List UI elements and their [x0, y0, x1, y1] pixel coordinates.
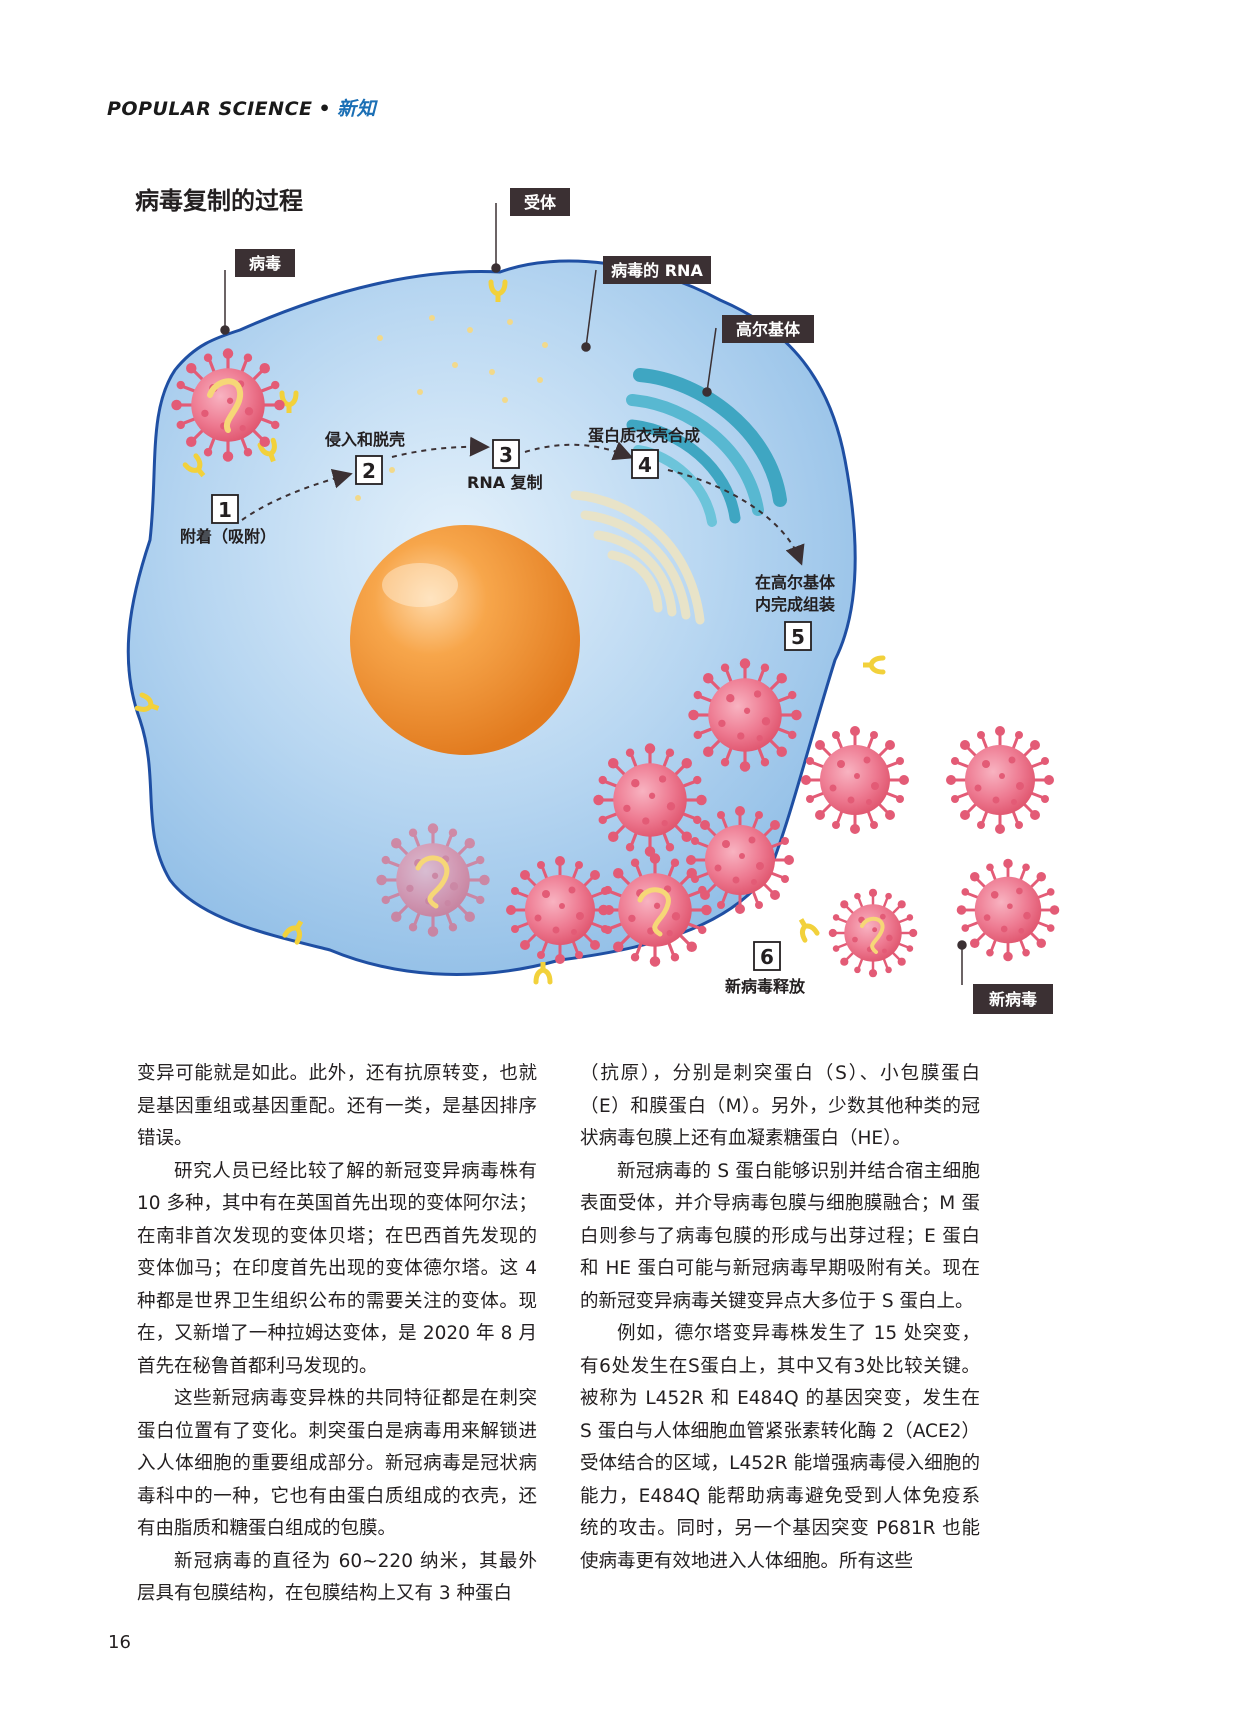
step-2-number: 2	[362, 459, 376, 483]
nucleus	[350, 525, 580, 755]
label-receptor-text: 受体	[524, 193, 557, 212]
viral-rna-dots	[355, 315, 548, 501]
assembled-viruses	[374, 656, 911, 969]
step-3-text: RNA 复制	[467, 473, 543, 492]
step-2: 2 侵入和脱壳	[324, 430, 405, 485]
step-5-text: 在高尔基体	[755, 573, 836, 592]
step-3: 3 RNA 复制	[467, 439, 543, 492]
label-virus-text: 病毒	[249, 254, 281, 273]
label-viral-rna-text: 病毒的 RNA	[611, 261, 703, 280]
article-column-right: （抗原），分别是刺突蛋白（S）、小包膜蛋白（E）和膜蛋白（M）。另外，少数其他种…	[580, 1058, 980, 1578]
step-5-text-line2: 内完成组装	[755, 595, 835, 614]
step-6-text: 新病毒释放	[725, 977, 806, 996]
attaching-virus	[169, 346, 287, 464]
label-new-virus: 新病毒	[973, 984, 1053, 1014]
step-2-text: 侵入和脱壳	[324, 430, 405, 449]
step-1-number: 1	[218, 498, 232, 522]
step-5-number: 5	[791, 625, 805, 649]
step-3-number: 3	[499, 443, 513, 467]
paragraph: 新冠病毒的 S 蛋白能够识别并结合宿主细胞表面受体，并介导病毒包膜与细胞膜融合；…	[580, 1160, 980, 1312]
section-name: 新知	[337, 98, 377, 120]
step-6-number: 6	[760, 945, 774, 969]
step-1: 1 附着（吸附）	[180, 494, 276, 546]
released-viruses	[827, 724, 1061, 979]
paragraph: 研究人员已经比较了解的新冠变异病毒株有 10 多种，其中有在英国首先出现的变体阿…	[137, 1160, 537, 1377]
endoplasmic-reticulum	[570, 490, 705, 625]
header-separator: •	[318, 98, 332, 120]
paragraph: 例如，德尔塔变异毒株发生了 15 处突变，有6处发生在S蛋白上，其中又有3处比较…	[580, 1323, 980, 1572]
label-receptor: 受体	[510, 188, 570, 216]
paragraph: 新冠病毒的直径为 60~220 纳米，其最外层具有包膜结构，在包膜结构上又有 3…	[137, 1550, 537, 1605]
article-column-left: 变异可能就是如此。此外，还有抗原转变，也就是基因重组或基因重配。还有一类，是基因…	[137, 1058, 537, 1611]
step-4-text: 蛋白质衣壳合成	[588, 426, 700, 445]
diagram-title: 病毒复制的过程	[135, 187, 303, 215]
process-arrows	[241, 436, 805, 566]
virus-replication-diagram: 病毒 受体 病毒的 RNA 高尔基体 新病毒 1 附着（吸附） 2 侵入和脱壳 …	[126, 188, 1061, 1014]
label-golgi-text: 高尔基体	[736, 320, 801, 339]
label-viral-rna: 病毒的 RNA	[603, 256, 711, 284]
step-6: 6 新病毒释放	[725, 941, 806, 996]
leader-lines	[220, 203, 967, 985]
label-golgi: 高尔基体	[722, 315, 814, 343]
paragraph: 这些新冠病毒变异株的共同特征都是在刺突蛋白位置有了变化。刺突蛋白是病毒用来解锁进…	[137, 1388, 537, 1539]
label-new-virus-text: 新病毒	[989, 990, 1037, 1009]
label-virus: 病毒	[235, 249, 295, 277]
step-5: 在高尔基体 内完成组装 5	[755, 573, 836, 651]
brand-name: POPULAR SCIENCE	[107, 98, 313, 120]
page-number: 16	[108, 1632, 131, 1653]
step-4-number: 4	[638, 453, 652, 477]
paragraph: 变异可能就是如此。此外，还有抗原转变，也就是基因重组或基因重配。还有一类，是基因…	[137, 1063, 537, 1149]
magazine-header: POPULAR SCIENCE•新知	[107, 94, 376, 121]
step-1-text: 附着（吸附）	[180, 527, 276, 546]
step-4: 4 蛋白质衣壳合成	[588, 426, 700, 479]
paragraph: （抗原），分别是刺突蛋白（S）、小包膜蛋白（E）和膜蛋白（M）。另外，少数其他种…	[580, 1063, 980, 1149]
